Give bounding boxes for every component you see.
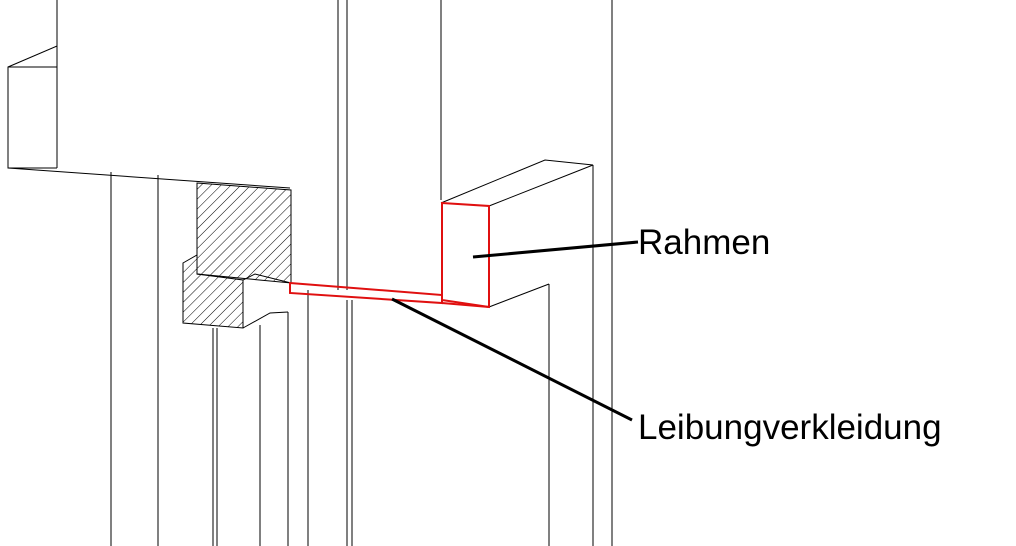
wall-block-base bbox=[7, 167, 291, 189]
hatched-section-upper bbox=[196, 182, 292, 284]
leader-line-leibungverkleidung bbox=[391, 297, 633, 422]
upper-wall-block bbox=[7, 45, 291, 189]
wall-block-outline bbox=[7, 45, 58, 169]
leibung-edge bbox=[441, 302, 490, 308]
label-rahmen: Rahmen bbox=[638, 223, 771, 262]
leibungverkleidung-highlight bbox=[289, 281, 443, 305]
label-leibungverkleidung: Leibungverkleidung bbox=[638, 408, 942, 447]
frame-block bbox=[440, 159, 594, 308]
leader-line-rahmen bbox=[472, 240, 639, 259]
vertical-profile-lines bbox=[56, 0, 613, 546]
hatched-section-lower bbox=[182, 254, 292, 329]
